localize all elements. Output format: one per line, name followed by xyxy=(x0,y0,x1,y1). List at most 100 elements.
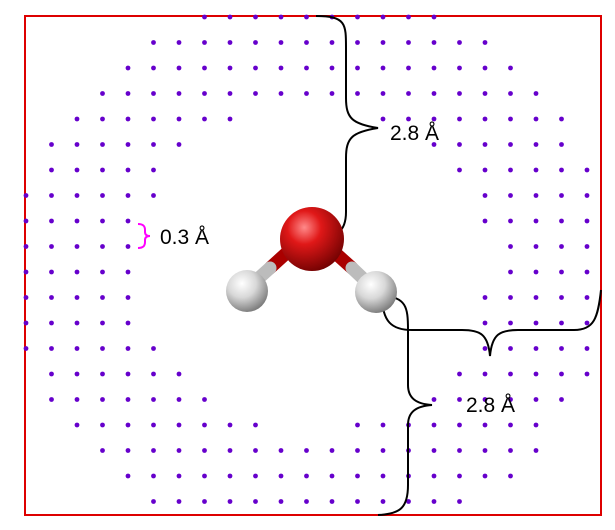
grid-point xyxy=(482,65,488,71)
grid-point xyxy=(100,295,105,300)
grid-point xyxy=(202,397,207,402)
grid-point xyxy=(23,346,29,351)
grid-point xyxy=(202,40,207,45)
grid-point xyxy=(533,448,539,453)
grid-point xyxy=(202,499,207,504)
grid-point xyxy=(304,14,309,20)
grid-point xyxy=(482,320,488,326)
grid-point xyxy=(125,397,131,402)
grid-point xyxy=(125,218,131,224)
grid-point xyxy=(176,448,182,453)
grid-point xyxy=(457,91,462,96)
grid-point xyxy=(380,91,386,96)
grid-point xyxy=(151,91,156,96)
grid-point xyxy=(457,167,462,173)
grid-point xyxy=(457,65,462,71)
grid-point xyxy=(23,320,29,326)
grid-point xyxy=(202,422,207,428)
grid-point xyxy=(49,218,54,224)
grid-point xyxy=(227,448,233,453)
grid-point xyxy=(329,499,335,504)
grid-point xyxy=(584,320,590,326)
grid-point xyxy=(406,116,411,122)
grid-point xyxy=(100,269,105,275)
grid-point xyxy=(584,371,590,377)
grid-point xyxy=(125,193,131,198)
grid-point xyxy=(482,371,488,377)
grid-points xyxy=(23,14,590,504)
grid-point xyxy=(100,193,105,198)
grid-point xyxy=(253,14,258,20)
grid-point xyxy=(508,65,513,71)
grid-point xyxy=(482,116,488,122)
grid-point xyxy=(49,371,54,377)
grid-point xyxy=(406,40,411,45)
grid-point xyxy=(100,422,105,428)
grid-point xyxy=(533,244,539,249)
grid-point xyxy=(559,193,564,198)
grid-point xyxy=(559,269,564,275)
grid-point xyxy=(508,422,513,428)
grid-point xyxy=(100,371,105,377)
grid-point xyxy=(457,448,462,453)
grid-point xyxy=(125,116,131,122)
grid-point xyxy=(100,448,105,453)
grid-point xyxy=(100,167,105,173)
grid-point xyxy=(380,40,386,45)
grid-point xyxy=(202,14,207,20)
grid-point xyxy=(176,65,182,71)
hydrogen-atom-right xyxy=(355,271,397,313)
grid-point xyxy=(49,142,54,147)
grid-point xyxy=(151,40,156,45)
grid-point xyxy=(457,40,462,45)
grid-point xyxy=(253,91,258,96)
grid-point xyxy=(278,448,284,453)
grid-point xyxy=(151,397,156,402)
grid-point xyxy=(533,167,539,173)
grid-point xyxy=(100,218,105,224)
grid-point xyxy=(329,65,335,71)
grid-point xyxy=(278,14,284,20)
grid-point xyxy=(151,473,156,479)
grid-point xyxy=(304,40,309,45)
grid-point xyxy=(227,473,233,479)
grid-point xyxy=(125,422,131,428)
grid-point xyxy=(533,397,539,402)
grid-point xyxy=(49,320,54,326)
grid-point xyxy=(584,295,590,300)
grid-point xyxy=(278,65,284,71)
grid-point xyxy=(559,167,564,173)
grid-point xyxy=(533,218,539,224)
grid-point xyxy=(74,422,80,428)
grid-point xyxy=(176,473,182,479)
grid-point xyxy=(380,14,386,20)
grid-point xyxy=(533,116,539,122)
grid-point xyxy=(125,142,131,147)
grid-point xyxy=(533,371,539,377)
grid-point xyxy=(482,91,488,96)
grid-point xyxy=(151,499,156,504)
grid-point xyxy=(125,65,131,71)
grid-point xyxy=(355,91,360,96)
grid-point xyxy=(355,499,360,504)
grid-point xyxy=(559,397,564,402)
grid-point xyxy=(508,371,513,377)
grid-point xyxy=(151,448,156,453)
grid-point xyxy=(533,295,539,300)
grid-point xyxy=(482,422,488,428)
grid-point xyxy=(457,473,462,479)
grid-spacing-brace xyxy=(137,223,151,249)
grid-point xyxy=(125,269,131,275)
grid-point xyxy=(100,346,105,351)
grid-point xyxy=(482,218,488,224)
grid-point xyxy=(202,91,207,96)
grid-point xyxy=(304,499,309,504)
grid-point xyxy=(380,422,386,428)
grid-point xyxy=(100,142,105,147)
grid-point xyxy=(176,397,182,402)
grid-point xyxy=(431,499,437,504)
grid-point xyxy=(125,320,131,326)
grid-point xyxy=(125,448,131,453)
grid-point xyxy=(431,473,437,479)
grid-point xyxy=(329,40,335,45)
